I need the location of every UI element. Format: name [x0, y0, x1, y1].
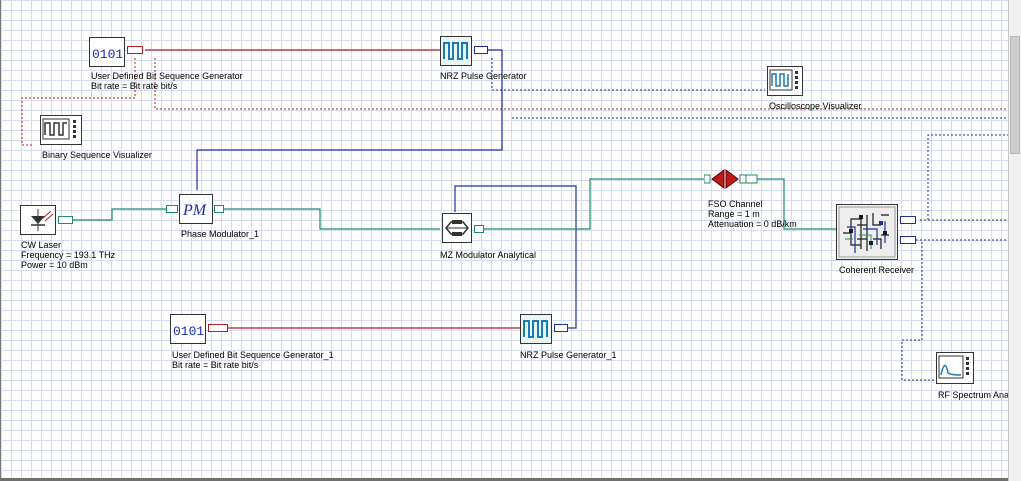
- bitgen2-port[interactable]: [208, 324, 228, 332]
- nrz1-block[interactable]: [440, 36, 472, 66]
- coherent-receiver-icon: [838, 206, 896, 258]
- binary-visualizer-block[interactable]: [40, 115, 82, 145]
- coherent-receiver-label: Coherent Receiver: [839, 265, 915, 275]
- link-coh-rf2[interactable]: [901, 239, 934, 381]
- link-nrz1-pm[interactable]: [196, 49, 503, 190]
- nrz2-block[interactable]: [520, 314, 552, 344]
- binary-scope-icon: [42, 118, 76, 140]
- nrz2-port[interactable]: [554, 324, 568, 332]
- nrz1-port[interactable]: [474, 46, 488, 54]
- pm-icon: PM: [182, 202, 208, 219]
- nrz1-label: NRZ Pulse Generator: [440, 71, 527, 81]
- svg-text:0101: 0101: [173, 324, 204, 339]
- svg-text:PM: PM: [182, 202, 208, 219]
- fso-icon: [703, 169, 758, 189]
- oscilloscope-block[interactable]: [767, 66, 803, 96]
- link-laser-pm[interactable]: [73, 208, 176, 221]
- rf-spectrum-label: RF Spectrum Ana: [938, 390, 1010, 400]
- coherent-receiver-block[interactable]: [836, 204, 898, 260]
- pm-input-port[interactable]: [166, 205, 178, 213]
- laser-icon: [31, 209, 54, 231]
- binary-visualizer-label: Binary Sequence Visualizer: [42, 150, 152, 160]
- link-mz-fso[interactable]: [484, 178, 704, 230]
- coherent-out1-port[interactable]: [900, 216, 916, 224]
- bitgen1-block[interactable]: 0101: [89, 37, 125, 67]
- canvas-bottom-border: [0, 478, 1008, 481]
- fso-channel-label: FSO Channel Range = 1 m Attenuation = 0 …: [708, 199, 797, 229]
- cw-laser-block[interactable]: [20, 205, 56, 235]
- bitgen1-label: User Defined Bit Sequence Generator Bit …: [91, 71, 243, 91]
- coherent-out2-port[interactable]: [900, 236, 916, 244]
- link-bitgen1-right[interactable]: [154, 58, 1008, 110]
- link-bitgen1-binvis[interactable]: [21, 58, 136, 146]
- rf-spectrum-block[interactable]: [936, 352, 974, 384]
- pulse-icon: [443, 42, 468, 60]
- svg-text:0101: 0101: [92, 47, 123, 62]
- mz-output-port[interactable]: [474, 225, 484, 233]
- oscilloscope-label: Oscilloscope Visualizer: [769, 101, 862, 111]
- link-fso-coh[interactable]: [756, 178, 836, 230]
- spectrum-icon: [938, 355, 969, 379]
- fso-channel-block[interactable]: [703, 167, 758, 191]
- mz-modulator-block[interactable]: [442, 213, 472, 243]
- oscilloscope-icon: [769, 69, 798, 91]
- pulse-icon-2: [523, 320, 548, 338]
- bitgen1-port[interactable]: [127, 46, 143, 54]
- phase-modulator-label: Phase Modulator_1: [181, 229, 260, 239]
- cw-laser-port[interactable]: [58, 216, 73, 224]
- bitgen2-block[interactable]: 0101: [170, 314, 206, 344]
- phase-modulator-block[interactable]: PM: [179, 194, 213, 224]
- cw-laser-label: CW Laser Frequency = 193.1 THz Power = 1…: [21, 240, 116, 270]
- scrollbar-thumb[interactable]: [1010, 36, 1020, 154]
- pm-output-port[interactable]: [214, 205, 224, 213]
- binary-icon: 0101: [92, 47, 123, 62]
- link-nrz1-osc[interactable]: [491, 58, 765, 91]
- link-coh-rf[interactable]: [920, 134, 1008, 221]
- nrz2-label: NRZ Pulse Generator_1: [520, 350, 617, 360]
- link-nrz2-mz[interactable]: [454, 185, 577, 329]
- bitgen2-label: User Defined Bit Sequence Generator_1 Bi…: [172, 350, 334, 370]
- mz-icon: [445, 220, 469, 236]
- mz-modulator-label: MZ Modulator Analytical: [440, 250, 537, 260]
- binary-icon-2: 0101: [173, 324, 204, 339]
- link-pm-mz[interactable]: [222, 208, 440, 230]
